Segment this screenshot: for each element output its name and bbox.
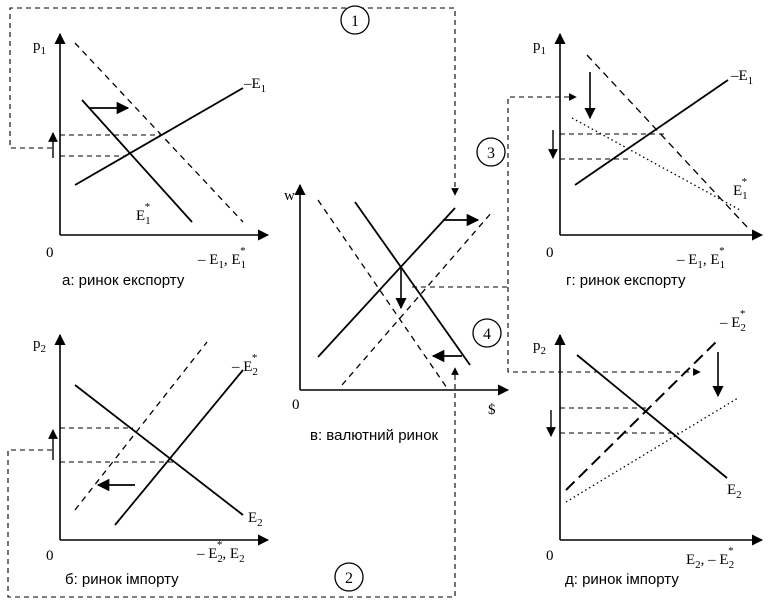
panel-e-caption: д: ринок імпорту <box>565 571 679 588</box>
marker-1: 1 <box>340 5 370 35</box>
panel-e-y-label: p2 <box>533 338 546 357</box>
connector-4-line <box>507 287 701 376</box>
svg-text:4: 4 <box>483 326 491 343</box>
panel-a-caption: а: ринок експорту <box>62 272 185 289</box>
panel-b-x-label: – E2*, E2 <box>196 539 245 565</box>
svg-text:2: 2 <box>345 570 353 587</box>
panel-d-caption: г: ринок експорту <box>566 272 686 289</box>
panel-d-shifted-demand-curve-dotted <box>571 117 741 211</box>
panel-c-x-label: $ <box>488 402 496 418</box>
panel-c-supply-curve <box>317 207 456 358</box>
panel-a-supply-curve <box>74 87 244 186</box>
panel-a-y-label: p1 <box>33 38 46 57</box>
panel-b-caption: б: ринок імпорту <box>65 571 179 588</box>
panel-d-demand-label: E1* <box>733 176 748 202</box>
panel-d-demand-curve-dashed <box>586 54 749 229</box>
panel-c-origin: 0 <box>292 397 300 413</box>
marker-4: 4 <box>472 318 502 348</box>
panel-b-supply-label: – E2* <box>231 352 258 378</box>
panel-e-supply-curve-dashed <box>565 339 719 491</box>
panel-e-shifted-supply-curve-dotted <box>565 397 739 503</box>
marker-2: 2 <box>334 562 364 592</box>
panel-b-demand-label: E2 <box>248 510 263 529</box>
panel-e-import-market: p2 0 E2, – E2* – E2* E2 д: ринок імпорту <box>533 308 764 588</box>
panel-d-origin: 0 <box>546 245 554 261</box>
panel-a-x-label: – E1, E1* <box>197 245 246 271</box>
panel-e-demand-curve <box>576 354 728 479</box>
panel-d-export-market: p1 0 – E1, E1* –E1 E1* г: ринок експорту <box>533 32 764 289</box>
panel-b-demand-curve <box>74 384 244 516</box>
connectors <box>7 7 701 598</box>
panel-a-supply-label: –E1 <box>243 76 266 95</box>
panel-e-supply-label: – E2* <box>719 308 746 334</box>
connector-2-line <box>7 367 459 598</box>
panel-a-demand-curve <box>81 99 193 223</box>
panel-c-currency-market: w 0 $ в: валютний ринок <box>284 183 510 444</box>
panel-c-y-label: w <box>284 188 295 204</box>
panel-c-demand-curve <box>354 201 471 366</box>
panel-d-x-label: – E1, E1* <box>676 245 725 271</box>
marker-3: 3 <box>476 137 506 167</box>
connector-3-line <box>412 93 577 288</box>
panel-b-origin: 0 <box>46 548 54 564</box>
panel-c-shifted-supply-curve <box>341 211 493 386</box>
panel-c-shifted-demand-curve <box>317 199 448 389</box>
svg-text:1: 1 <box>351 13 359 30</box>
panel-a-shifted-demand-curve <box>74 42 244 223</box>
panel-c-caption: в: валютний ринок <box>310 427 439 444</box>
panel-d-y-label: p1 <box>533 38 546 57</box>
panel-e-demand-label: E2 <box>727 482 742 501</box>
panel-b-y-label: p2 <box>33 336 46 355</box>
panel-e-origin: 0 <box>546 548 554 564</box>
panel-a-export-market: p1 0 – E1, E1* –E1 E1* а: ринок експорту <box>33 32 270 289</box>
panel-d-supply-curve <box>574 79 729 186</box>
connector-1-line <box>9 7 459 196</box>
panel-b-import-market: p2 0 – E2*, E2 – E2* E2 б: ринок імпорту <box>33 333 270 588</box>
svg-text:3: 3 <box>487 145 495 162</box>
panel-a-origin: 0 <box>46 245 54 261</box>
panel-a-demand-label: E1* <box>136 201 151 227</box>
panel-b-shifted-supply-curve <box>74 341 208 511</box>
panel-d-supply-label: –E1 <box>730 68 753 87</box>
panel-e-x-label: E2, – E2* <box>686 545 734 571</box>
panel-b-supply-curve <box>114 369 244 526</box>
